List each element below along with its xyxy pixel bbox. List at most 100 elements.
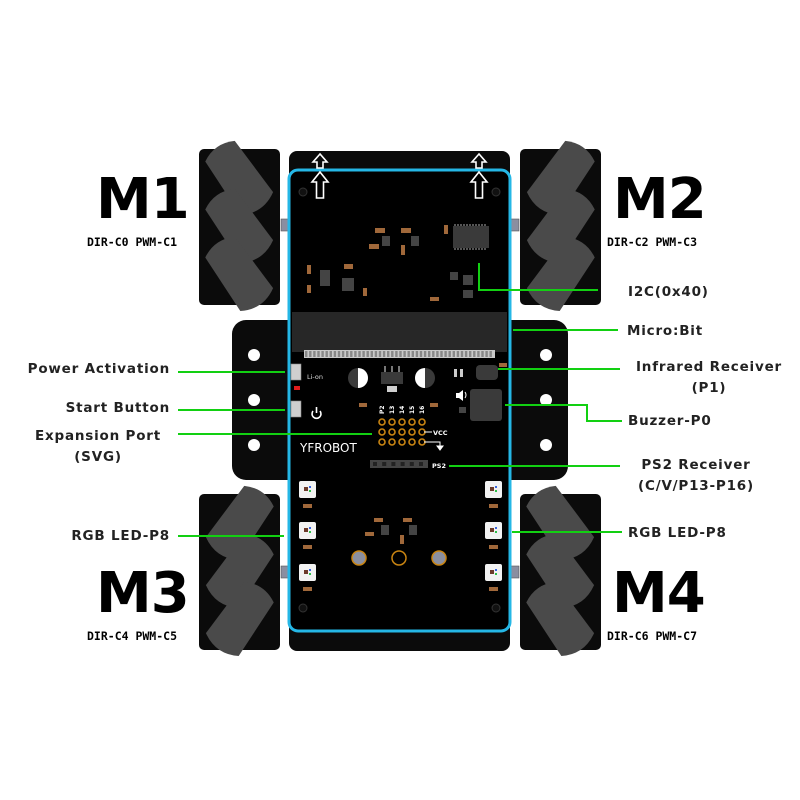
- header-pin-label: 14: [399, 406, 406, 414]
- rgb-led-die: [309, 569, 311, 571]
- edge-pin: [387, 351, 390, 357]
- edge-pin: [436, 351, 439, 357]
- ic-chip: [382, 236, 390, 246]
- leader-buzzer: [505, 404, 622, 422]
- smd-resistor: [303, 587, 312, 591]
- edge-pin: [448, 351, 451, 357]
- smd-resistor: [489, 587, 498, 591]
- edge-pin: [313, 351, 316, 357]
- smd-resistor: [489, 504, 498, 508]
- mount-hole: [540, 439, 552, 451]
- ps2-pin: [391, 462, 396, 466]
- ir-receiver: [476, 365, 498, 380]
- edge-pin: [469, 351, 472, 357]
- smd-resistor: [489, 545, 498, 549]
- label-power: Power Activation: [27, 361, 170, 377]
- label-start: Start Button: [65, 400, 170, 416]
- rgb-led-die: [495, 573, 497, 575]
- direction-arrow-icon: [310, 152, 489, 199]
- regulator-legs: [384, 366, 400, 372]
- edge-pin: [440, 351, 443, 357]
- ps2-pin: [373, 462, 377, 466]
- rgb-led: [299, 564, 316, 591]
- header-pin-label: 13: [389, 406, 396, 414]
- electrolytic-capacitor: [348, 368, 368, 388]
- rgb-led-die: [309, 527, 311, 529]
- edge-pin: [358, 351, 361, 357]
- rgb-led-die: [490, 487, 494, 491]
- edge-pin: [333, 351, 337, 357]
- rgb-led: [485, 522, 502, 549]
- ic-chip: [463, 275, 473, 285]
- mount-hole: [540, 349, 552, 361]
- edge-pin: [370, 351, 373, 357]
- ps2-pins: [373, 462, 423, 466]
- rgb-led-die: [495, 527, 497, 529]
- edge-pin: [329, 351, 332, 357]
- motor-m2-pins: DIR-C2 PWM-C3: [607, 235, 698, 249]
- rgb-led: [485, 564, 502, 591]
- edge-pin: [460, 351, 464, 357]
- smd-resistor: [303, 545, 312, 549]
- vcc-label: VCC: [433, 429, 448, 437]
- rgb-led: [299, 522, 316, 549]
- rgb-led-die: [304, 528, 308, 532]
- header-pad: [398, 418, 406, 426]
- edge-pin: [432, 351, 435, 357]
- rgb-led-die: [490, 570, 494, 574]
- edge-pin: [485, 351, 488, 357]
- wheel-m1: [199, 135, 280, 316]
- leader-lines: [178, 263, 622, 537]
- rgb-leds: [299, 481, 502, 591]
- microbit-slot: [292, 312, 507, 352]
- motor-m2-title: M2: [613, 167, 707, 232]
- label-infrared-line2: (P1): [691, 380, 727, 396]
- edge-pin: [305, 351, 308, 357]
- edge-pin: [366, 351, 369, 357]
- edge-pins: [305, 351, 492, 357]
- edge-pin: [481, 351, 484, 357]
- edge-pin: [444, 351, 447, 357]
- rgb-led-die: [495, 531, 497, 533]
- motor-m4-pins: DIR-C6 PWM-C7: [607, 629, 698, 643]
- label-buzzer: Buzzer-P0: [628, 413, 712, 429]
- ic-chip: [381, 525, 389, 535]
- rgb-led-die: [309, 486, 311, 488]
- rgb-led-die: [309, 531, 311, 533]
- smd-parts: [454, 369, 463, 377]
- power-switch[interactable]: [290, 363, 302, 381]
- header-pin-label: 15: [409, 406, 416, 414]
- edge-pin: [391, 351, 394, 357]
- label-ps2-line1: PS2 Receiver: [641, 457, 751, 473]
- label-i2c: I2C(0x40): [628, 284, 709, 300]
- ps2-board-label: PS2: [432, 462, 446, 470]
- edge-pin: [341, 351, 345, 357]
- ic-chip: [320, 270, 330, 286]
- start-button[interactable]: [290, 400, 302, 418]
- rgb-led-die: [304, 487, 308, 491]
- mount-hole: [540, 394, 552, 406]
- ps2-pin: [419, 462, 423, 466]
- edge-pin: [362, 351, 365, 357]
- label-rgb-left: RGB LED-P8: [71, 528, 170, 544]
- tracking-sensor: [431, 550, 447, 566]
- pcb: Li-on: [287, 152, 512, 633]
- edge-pin: [473, 351, 476, 357]
- edge-pin: [395, 351, 398, 357]
- edge-pin: [452, 351, 455, 357]
- rgb-led: [485, 481, 502, 508]
- edge-pin: [399, 351, 402, 357]
- rgb-led-die: [495, 490, 497, 492]
- ic-chip: [450, 272, 458, 280]
- screw-mark: [298, 187, 501, 613]
- edge-pin: [464, 351, 468, 357]
- wheel-m2: [520, 135, 601, 316]
- ps2-pin: [382, 462, 387, 466]
- ic-chip: [463, 290, 473, 298]
- ic-chip: [459, 407, 466, 413]
- wheel-m3: [199, 480, 280, 661]
- header-pad: [408, 418, 416, 426]
- motor-m3-title: M3: [96, 561, 190, 626]
- header-pad: [388, 428, 396, 436]
- ic-chip: [411, 236, 419, 246]
